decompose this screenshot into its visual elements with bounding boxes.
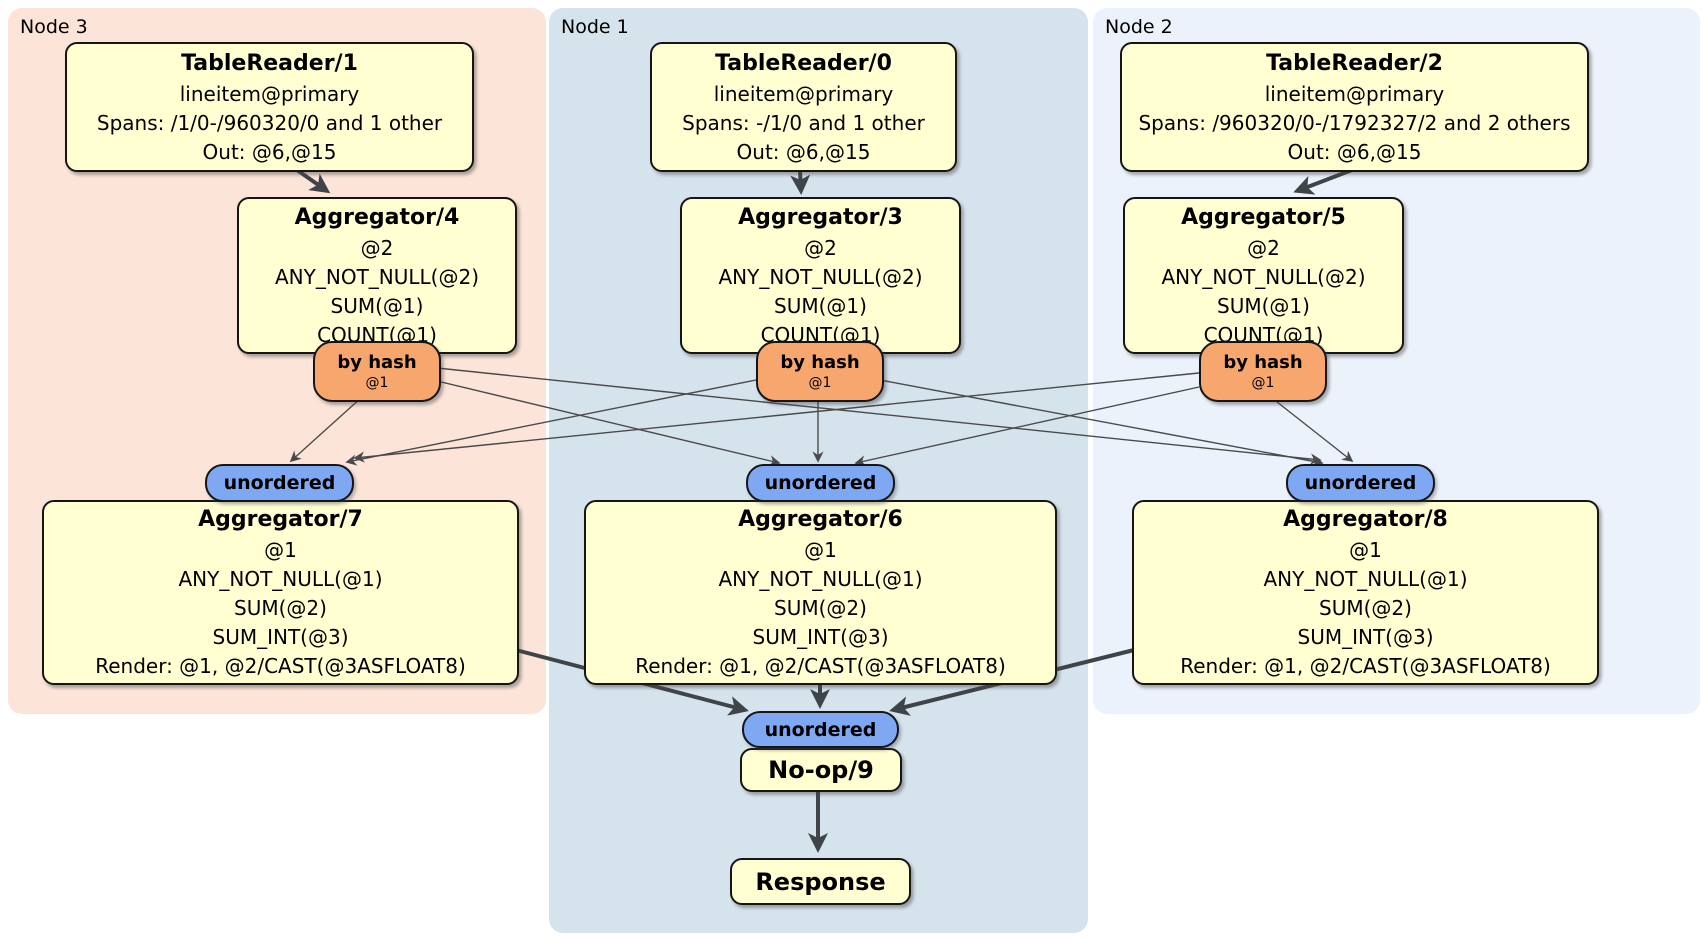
edge-tr2-agg5 <box>1293 168 1353 195</box>
unordered-sync-right-label: unordered <box>1304 472 1417 494</box>
aggregator-3-box: Aggregator/3 @2 ANY_NOT_NULL(@2) SUM(@1)… <box>680 197 961 354</box>
node2-region-label: Node 2 <box>1105 16 1173 38</box>
aggregator-6-group: @1 <box>804 538 837 562</box>
edge-tr1-agg4 <box>295 168 331 194</box>
tablereader-2-table: lineitem@primary <box>1264 81 1445 106</box>
noop-9-box: No-op/9 <box>740 748 902 792</box>
aggregator-7-fn: ANY_NOT_NULL(@1) <box>178 567 383 591</box>
hash-router-3: by hash @1 <box>756 341 884 402</box>
tablereader-0-box: TableReader/0 lineitem@primary Spans: -/… <box>650 42 957 172</box>
aggregator-7-title: Aggregator/7 <box>198 507 363 532</box>
unordered-sync-center-label: unordered <box>764 472 877 494</box>
unordered-sync-final-label: unordered <box>764 718 877 741</box>
aggregator-3-fn: ANY_NOT_NULL(@2) <box>718 264 923 289</box>
aggregator-7-render: Render: @1, @2/CAST(@3ASFLOAT8) <box>95 654 466 678</box>
aggregator-7-box: Aggregator/7 @1 ANY_NOT_NULL(@1) SUM(@2)… <box>42 500 519 685</box>
hash-router-4-detail: @1 <box>365 374 389 391</box>
hash-router-3-detail: @1 <box>808 374 832 391</box>
edge-router5-sync7 <box>353 372 1200 463</box>
tablereader-0-title: TableReader/0 <box>715 50 892 76</box>
aggregator-8-group: @1 <box>1349 538 1382 562</box>
aggregator-7-group: @1 <box>264 538 297 562</box>
tablereader-2-spans: Spans: /960320/0-/1792327/2 and 2 others <box>1138 110 1571 135</box>
tablereader-2-title: TableReader/2 <box>1266 50 1443 76</box>
aggregator-4-fn: SUM(@1) <box>330 293 424 318</box>
edge-router5-sync6 <box>854 386 1200 467</box>
aggregator-6-fn: ANY_NOT_NULL(@1) <box>718 567 923 591</box>
tablereader-0-table: lineitem@primary <box>713 81 894 106</box>
aggregator-6-title: Aggregator/6 <box>738 507 903 532</box>
aggregator-7-fn: SUM_INT(@3) <box>212 625 349 649</box>
aggregator-4-title: Aggregator/4 <box>294 204 460 230</box>
tablereader-2-out: Out: @6,@15 <box>1287 139 1422 164</box>
response-title: Response <box>755 867 886 896</box>
edge-router3-sync8 <box>879 379 1324 467</box>
node1-region-label: Node 1 <box>561 16 629 38</box>
aggregator-4-fn: ANY_NOT_NULL(@2) <box>275 264 479 289</box>
aggregator-3-title: Aggregator/3 <box>738 204 903 230</box>
aggregator-5-box: Aggregator/5 @2 ANY_NOT_NULL(@2) SUM(@1)… <box>1123 197 1404 354</box>
unordered-sync-right: unordered <box>1286 464 1435 502</box>
aggregator-5-group: @2 <box>1247 235 1280 260</box>
aggregator-6-fn: SUM_INT(@3) <box>752 625 889 649</box>
aggregator-8-render: Render: @1, @2/CAST(@3ASFLOAT8) <box>1180 654 1551 678</box>
hash-router-4-label: by hash <box>337 351 417 373</box>
hash-router-5: by hash @1 <box>1199 341 1327 402</box>
unordered-sync-left-label: unordered <box>223 472 336 494</box>
aggregator-8-title: Aggregator/8 <box>1283 507 1448 532</box>
unordered-sync-final: unordered <box>742 711 899 748</box>
aggregator-7-fn: SUM(@2) <box>234 596 327 620</box>
edge-router4-sync7 <box>289 396 363 463</box>
response-box: Response <box>730 858 911 905</box>
hash-router-3-label: by hash <box>780 351 860 373</box>
node3-region-label: Node 3 <box>20 16 88 38</box>
hash-router-4: by hash @1 <box>313 341 441 402</box>
tablereader-1-spans: Spans: /1/0-/960320/0 and 1 other <box>96 110 443 135</box>
edge-tr0-agg3 <box>790 169 811 195</box>
tablereader-1-box: TableReader/1 lineitem@primary Spans: /1… <box>65 42 474 172</box>
hash-router-5-label: by hash <box>1223 351 1303 373</box>
aggregator-3-fn: SUM(@1) <box>774 293 867 318</box>
aggregator-5-fn: SUM(@1) <box>1217 293 1310 318</box>
aggregator-8-fn: ANY_NOT_NULL(@1) <box>1263 567 1468 591</box>
hash-router-5-detail: @1 <box>1251 374 1275 391</box>
aggregator-6-render: Render: @1, @2/CAST(@3ASFLOAT8) <box>635 654 1006 678</box>
edge-router5-sync8 <box>1271 397 1354 463</box>
unordered-sync-center: unordered <box>746 464 895 502</box>
tablereader-2-box: TableReader/2 lineitem@primary Spans: /9… <box>1120 42 1589 172</box>
aggregator-4-group: @2 <box>360 235 394 260</box>
aggregator-3-group: @2 <box>804 235 837 260</box>
aggregator-5-title: Aggregator/5 <box>1181 204 1346 230</box>
aggregator-4-box: Aggregator/4 @2 ANY_NOT_NULL(@2) SUM(@1)… <box>237 197 517 354</box>
tablereader-0-spans: Spans: -/1/0 and 1 other <box>682 110 925 135</box>
tablereader-1-out: Out: @6,@15 <box>202 139 337 164</box>
tablereader-0-out: Out: @6,@15 <box>736 139 871 164</box>
aggregator-5-fn: ANY_NOT_NULL(@2) <box>1161 264 1366 289</box>
unordered-sync-left: unordered <box>205 464 354 502</box>
aggregator-8-fn: SUM(@2) <box>1319 596 1412 620</box>
edge-router4-sync8 <box>436 367 1322 465</box>
edge-router3-sync7 <box>345 379 757 466</box>
edge-router4-sync6 <box>436 380 781 467</box>
aggregator-8-fn: SUM_INT(@3) <box>1297 625 1434 649</box>
aggregator-6-fn: SUM(@2) <box>774 596 867 620</box>
aggregator-8-box: Aggregator/8 @1 ANY_NOT_NULL(@1) SUM(@2)… <box>1132 500 1599 685</box>
tablereader-1-title: TableReader/1 <box>181 50 358 76</box>
aggregator-6-box: Aggregator/6 @1 ANY_NOT_NULL(@1) SUM(@2)… <box>584 500 1057 685</box>
tablereader-1-table: lineitem@primary <box>179 81 360 106</box>
noop-9-title: No-op/9 <box>768 756 874 784</box>
